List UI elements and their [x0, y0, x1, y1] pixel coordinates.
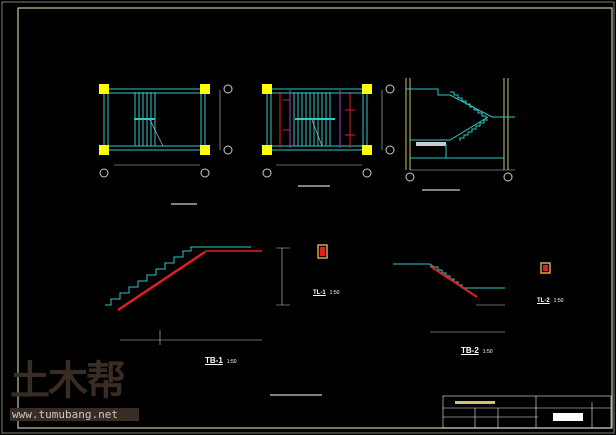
watermark-logo: 土木帮	[10, 358, 126, 404]
tb2-label: TB-2	[461, 346, 479, 355]
watermark-url: www.tumubang.net	[10, 408, 139, 421]
stair-plan-2	[262, 84, 395, 178]
tb1-scale: 1:50	[226, 359, 237, 365]
columns-plan-1	[99, 84, 210, 155]
title-underlines	[171, 185, 460, 396]
tl1-label: TL-1	[313, 290, 326, 296]
stair-plan-1	[99, 84, 233, 178]
tl1-title: TL-1 1:50	[313, 288, 339, 298]
columns-plan-2	[262, 84, 372, 155]
tl2-label: TL-2	[537, 298, 550, 304]
tl2-scale: 1:50	[553, 298, 564, 304]
tl2-title: TL-2 1:50	[537, 296, 563, 306]
tb2-title: TB-2 1:50	[461, 346, 493, 357]
tb2-scale: 1:50	[482, 349, 493, 355]
tb2-detail	[393, 262, 551, 333]
stair-section	[405, 78, 515, 182]
title-block	[442, 395, 612, 429]
drawing-frame	[17, 7, 613, 429]
tb1-title: TB-1 1:50	[205, 356, 237, 367]
tb1-detail	[105, 244, 328, 345]
tl1-scale: 1:50	[329, 290, 340, 296]
tb1-label: TB-1	[205, 356, 223, 365]
